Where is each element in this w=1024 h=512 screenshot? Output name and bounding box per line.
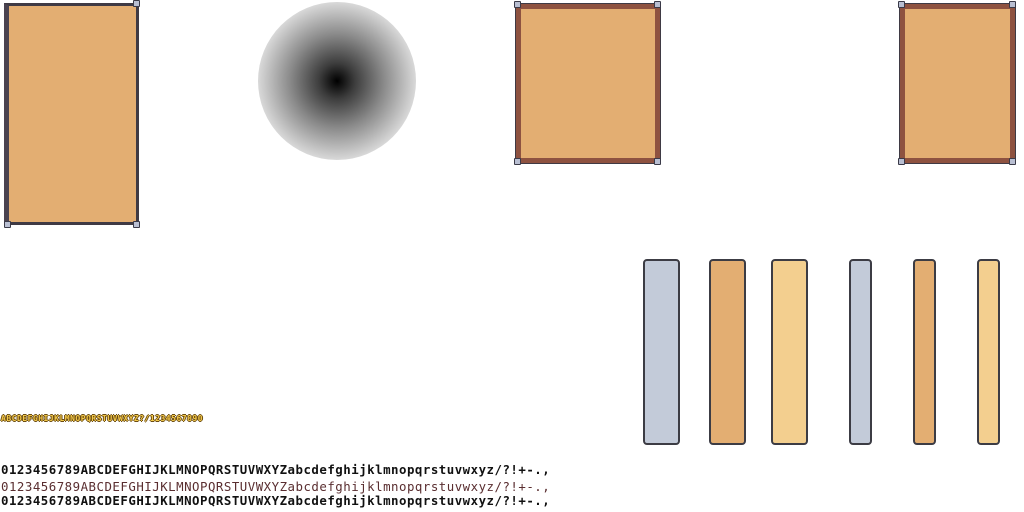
- rivet-icon: [898, 1, 905, 8]
- rivet-icon: [654, 158, 661, 165]
- bar-narrow-cream: [977, 259, 1000, 445]
- bar-narrow-blue: [849, 259, 872, 445]
- bar-narrow-orange: [913, 259, 936, 445]
- font-sample-dark: 0123456789ABCDEFGHIJKLMNOPQRSTUVWXYZabcd…: [1, 462, 551, 477]
- rivet-icon: [1009, 1, 1016, 8]
- rivet-icon: [133, 0, 140, 7]
- font-sample-small: ABCDEFGHIJKLMNOPQRSTUVWXYZ?/1234567890: [1, 414, 204, 423]
- rivet-icon: [654, 1, 661, 8]
- rivet-icon: [514, 1, 521, 8]
- bar-wide-cream: [771, 259, 808, 445]
- bar-wide-blue: [643, 259, 680, 445]
- bar-wide-orange: [709, 259, 746, 445]
- radial-shadow-icon: [258, 2, 416, 160]
- font-sample-brown: 0123456789ABCDEFGHIJKLMNOPQRSTUVWXYZabcd…: [1, 479, 551, 494]
- font-sample-dark-2: 0123456789ABCDEFGHIJKLMNOPQRSTUVWXYZabcd…: [1, 493, 551, 508]
- wood-panel-icon: [4, 3, 139, 225]
- framed-panel-icon: [899, 3, 1016, 164]
- rivet-icon: [133, 221, 140, 228]
- rivet-icon: [4, 221, 11, 228]
- rivet-icon: [1009, 158, 1016, 165]
- framed-panel-icon: [515, 3, 661, 164]
- rivet-icon: [514, 158, 521, 165]
- rivet-icon: [898, 158, 905, 165]
